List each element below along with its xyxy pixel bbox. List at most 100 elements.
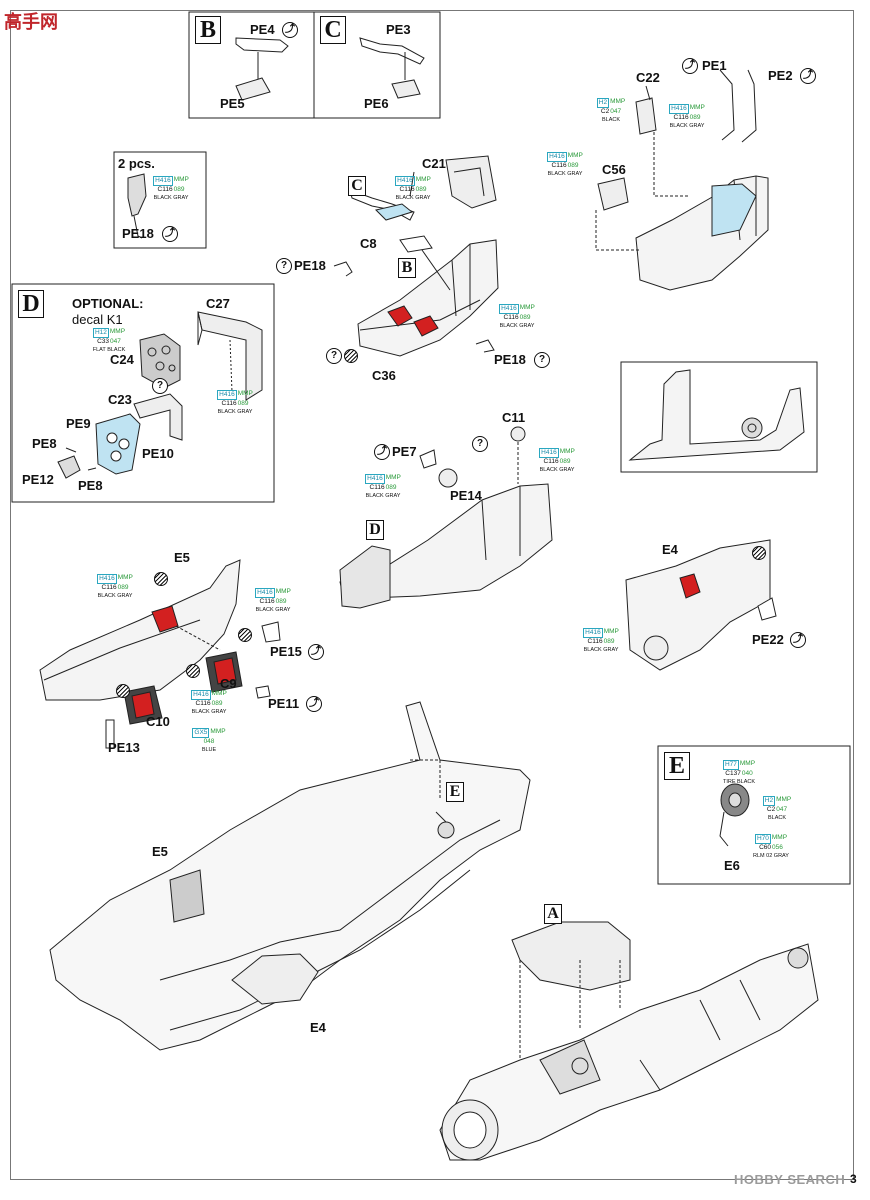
c24-drawing (139, 333, 181, 389)
label-e4-b: E4 (310, 1020, 326, 1035)
sanding-icon (116, 684, 130, 698)
label-c36: C36 (372, 368, 396, 383)
pe18-drawing (127, 173, 147, 217)
label-pe4: PE4 (250, 22, 275, 37)
label-c24: C24 (110, 352, 134, 367)
sanding-icon (752, 546, 766, 560)
label-c21: C21 (422, 156, 446, 171)
label-e5-a: E5 (174, 550, 190, 565)
c11-drawing (510, 426, 526, 442)
e5-fuselage-half (49, 701, 531, 1051)
question-icon: ? (534, 352, 550, 368)
label-pe9: PE9 (66, 416, 91, 431)
label-pe2: PE2 (768, 68, 793, 83)
pe22-drawing (757, 597, 777, 621)
section-e-label: E (664, 752, 690, 780)
box-e (657, 745, 851, 885)
pe12-drawing (57, 455, 81, 479)
label-pe18-a: PE18 (122, 226, 154, 241)
sanding-icon (154, 572, 168, 586)
label-pe7: PE7 (392, 444, 417, 459)
page-frame (10, 10, 854, 1180)
bend-icon: ⤴ (790, 632, 806, 648)
c27-drawing (197, 311, 263, 401)
c56-drawing (597, 177, 629, 211)
label-c22: C22 (636, 70, 660, 85)
label-pe14: PE14 (450, 488, 482, 503)
ref-c-label: C (348, 176, 366, 196)
ref-a-label: A (544, 904, 562, 924)
bend-icon: ⤴ (162, 226, 178, 242)
ref-b-label: B (398, 258, 416, 278)
c22-drawing (635, 97, 657, 135)
label-c9: C9 (220, 676, 237, 691)
cockpit-inset (620, 361, 818, 473)
question-icon: ? (276, 258, 292, 274)
label-pe8-b: PE8 (78, 478, 103, 493)
section-d-label: D (18, 290, 44, 318)
bend-icon: ⤴ (800, 68, 816, 84)
label-pe3: PE3 (386, 22, 411, 37)
pe7-drawing (419, 449, 437, 469)
label-pe15: PE15 (270, 644, 302, 659)
label-e5-b: E5 (152, 844, 168, 859)
c8-drawing (349, 189, 415, 221)
box-d (11, 283, 275, 503)
bend-icon: ⤴ (374, 444, 390, 460)
label-two-pcs: 2 pcs. (118, 156, 155, 171)
label-c23: C23 (108, 392, 132, 407)
label-pe11: PE11 (268, 696, 300, 711)
watermark-bottom: HOBBY SEARCH (734, 1172, 846, 1187)
label-decal: decal K1 (72, 312, 123, 327)
sanding-icon (344, 349, 358, 363)
section-c-label: C (320, 16, 346, 44)
label-pe1: PE1 (702, 58, 727, 73)
assembled-fuselage (439, 943, 819, 1161)
pe14-drawing (438, 468, 458, 488)
label-pe13: PE13 (108, 740, 140, 755)
label-e6: E6 (724, 858, 740, 873)
label-pe6: PE6 (364, 96, 389, 111)
label-c8: C8 (360, 236, 377, 251)
label-c27: C27 (206, 296, 230, 311)
bend-icon: ⤴ (308, 644, 324, 660)
label-pe18-c: PE18 (494, 352, 526, 367)
bend-icon: ⤴ (682, 58, 698, 74)
part-a-drawing (511, 921, 631, 991)
label-c11: C11 (502, 410, 526, 425)
question-icon: ? (152, 378, 168, 394)
label-pe8-a: PE8 (32, 436, 57, 451)
label-pe5: PE5 (220, 96, 245, 111)
question-icon: ? (472, 436, 488, 452)
label-c10: C10 (146, 714, 170, 729)
pe9-pe10-drawing (95, 413, 141, 475)
label-pe12: PE12 (22, 472, 54, 487)
watermark-top: 高手网 (4, 12, 58, 33)
label-e4-a: E4 (662, 542, 678, 557)
c21-drawing (445, 155, 497, 209)
label-c56: C56 (602, 162, 626, 177)
box-c (313, 11, 441, 119)
pe1-pe2-drawing (719, 69, 757, 143)
page-number: 3 (850, 1172, 857, 1186)
ref-d-label: D (366, 520, 384, 540)
